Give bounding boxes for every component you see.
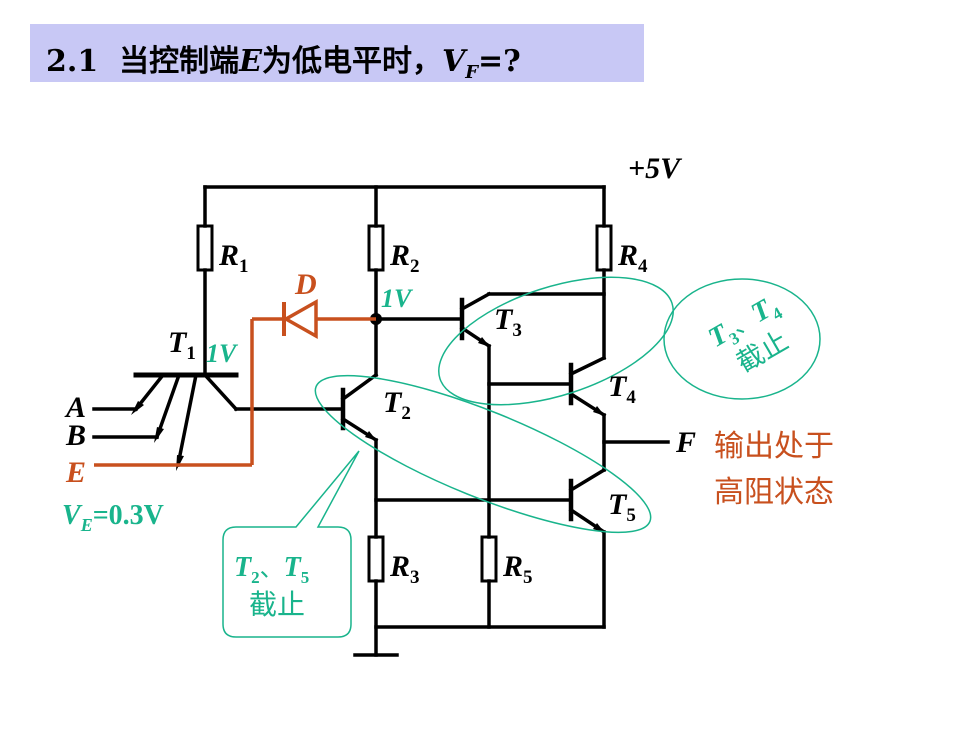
- label-input-b: B: [65, 419, 86, 452]
- t25-highlight-ellipse: [314, 374, 652, 534]
- label-r1: R1: [218, 239, 249, 277]
- arrow-t5: [593, 523, 605, 533]
- resistor-r2: [367, 224, 385, 272]
- arrow-t4: [593, 406, 605, 416]
- t25-callout-label: T2、T5: [234, 552, 309, 587]
- label-output-f: F: [675, 426, 696, 459]
- resistor-r3: [367, 535, 385, 583]
- arrow-t1e: [176, 455, 184, 471]
- label-t1: T1: [168, 326, 196, 364]
- label-t2: T2: [383, 386, 411, 424]
- label-r4: R4: [617, 239, 648, 277]
- arrow-t2: [365, 431, 377, 441]
- arrow-t1a: [131, 401, 144, 415]
- resistor-r4: [595, 224, 613, 272]
- diode-d: [282, 298, 318, 340]
- t1-collector: [202, 372, 239, 412]
- t25-callout-state: 截止: [249, 588, 305, 621]
- label-r5: R5: [502, 550, 533, 588]
- title-bar: 2.1 当控制端E为低电平时，VF=?: [30, 24, 644, 83]
- t5-collector: [568, 467, 607, 493]
- label-input-e: E: [65, 456, 86, 489]
- title-vf: V: [441, 44, 466, 79]
- title-prefix: 当控制端: [119, 44, 240, 79]
- label-t3: T3: [494, 303, 522, 341]
- t25-callout-box: [222, 450, 360, 638]
- label-r2: R2: [389, 239, 420, 277]
- t1-emitter-b: [154, 372, 182, 440]
- t34-callout-label: T3、T4: [703, 289, 786, 357]
- label-v-base: 1V: [381, 284, 414, 313]
- title-middle: 为低电平时，: [261, 44, 442, 79]
- t34-highlight-ellipse: [438, 276, 674, 406]
- t3-collector: [459, 291, 492, 312]
- arrow-t1b: [154, 427, 164, 443]
- output-state-line1: 输出处于: [714, 429, 834, 464]
- label-diode: D: [294, 268, 317, 301]
- title-variable: E: [239, 44, 262, 79]
- output-state-line2: 高阻状态: [714, 475, 834, 510]
- arrow-t3: [478, 337, 490, 347]
- label-supply: +5V: [628, 152, 683, 185]
- resistor-r5: [480, 535, 498, 583]
- label-ve: VE=0.3V: [62, 500, 164, 535]
- t2-collector: [340, 372, 379, 402]
- t34-callout-ellipse: [663, 278, 821, 400]
- label-t4: T4: [608, 370, 636, 408]
- t4-collector: [568, 355, 607, 377]
- title-suffix: =?: [478, 44, 521, 79]
- title-number: 2.1: [46, 44, 99, 79]
- page-title: 2.1 当控制端E为低电平时，VF=?: [46, 36, 521, 83]
- label-input-a: A: [64, 391, 86, 424]
- t1-emitter-e: [175, 372, 199, 468]
- title-vf-sub: F: [465, 62, 479, 83]
- label-t5: T5: [608, 488, 636, 526]
- resistor-r1: [196, 224, 214, 272]
- label-r3: R3: [389, 550, 420, 588]
- label-v-t1: 1V: [206, 339, 239, 368]
